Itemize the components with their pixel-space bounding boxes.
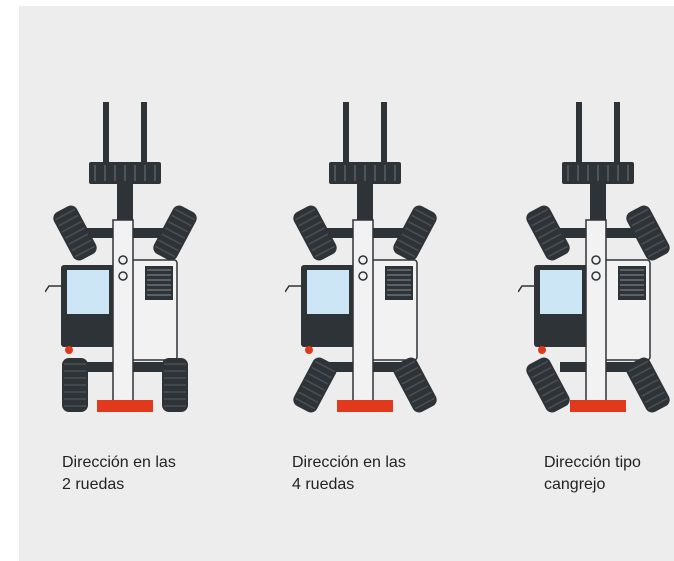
fork-right (381, 102, 387, 172)
caption-line-2: 4 ruedas (292, 476, 355, 493)
rear-right-wheel (626, 357, 670, 413)
rear-left-wheel (62, 358, 88, 412)
caption-line-2: cangrejo (544, 476, 606, 493)
telehandler-2-wheel-steering-diagram (45, 102, 197, 412)
engine-grille (385, 266, 413, 300)
boom-head (357, 184, 373, 224)
telehandler-4-wheel-steering-diagram (285, 102, 437, 413)
cab-window (540, 270, 582, 314)
caption-line-2: 2 ruedas (62, 476, 125, 493)
rear-left-wheel (526, 357, 570, 413)
telescopic-boom (112, 219, 134, 411)
front-left-wheel (53, 205, 97, 261)
caption-2-wheel-steering: Dirección en las 2 ruedas (62, 452, 176, 496)
rear-left-wheel (293, 357, 337, 413)
warning-light (65, 346, 73, 354)
telehandler-crab-steering-diagram (518, 102, 670, 413)
front-right-wheel (153, 205, 197, 261)
fork-left (103, 102, 109, 172)
front-left-wheel (293, 205, 337, 261)
mirror (45, 285, 61, 293)
boom-head (590, 184, 606, 224)
warning-light (305, 346, 313, 354)
rear-right-wheel (393, 357, 437, 413)
telescopic-boom (585, 219, 607, 411)
fork-left (576, 102, 582, 172)
caption-line-1: Dirección en las (292, 454, 406, 471)
telescopic-boom (352, 219, 374, 411)
mirror (518, 285, 534, 293)
cab-window (67, 270, 109, 314)
counterweight (97, 400, 153, 412)
counterweight (337, 400, 393, 412)
engine-grille (145, 266, 173, 300)
front-right-wheel (393, 205, 437, 261)
fork-right (141, 102, 147, 172)
front-left-wheel (526, 205, 570, 261)
fork-left (343, 102, 349, 172)
caption-line-1: Dirección tipo (544, 454, 641, 471)
front-right-wheel (626, 205, 670, 261)
fork-right (614, 102, 620, 172)
engine-grille (618, 266, 646, 300)
warning-light (538, 346, 546, 354)
counterweight (570, 400, 626, 412)
caption-line-1: Dirección en las (62, 454, 176, 471)
boom-head (117, 184, 133, 224)
mirror (285, 285, 301, 293)
rear-right-wheel (162, 358, 188, 412)
cab-window (307, 270, 349, 314)
caption-crab-steering: Dirección tipo cangrejo (544, 452, 641, 496)
caption-4-wheel-steering: Dirección en las 4 ruedas (292, 452, 406, 496)
